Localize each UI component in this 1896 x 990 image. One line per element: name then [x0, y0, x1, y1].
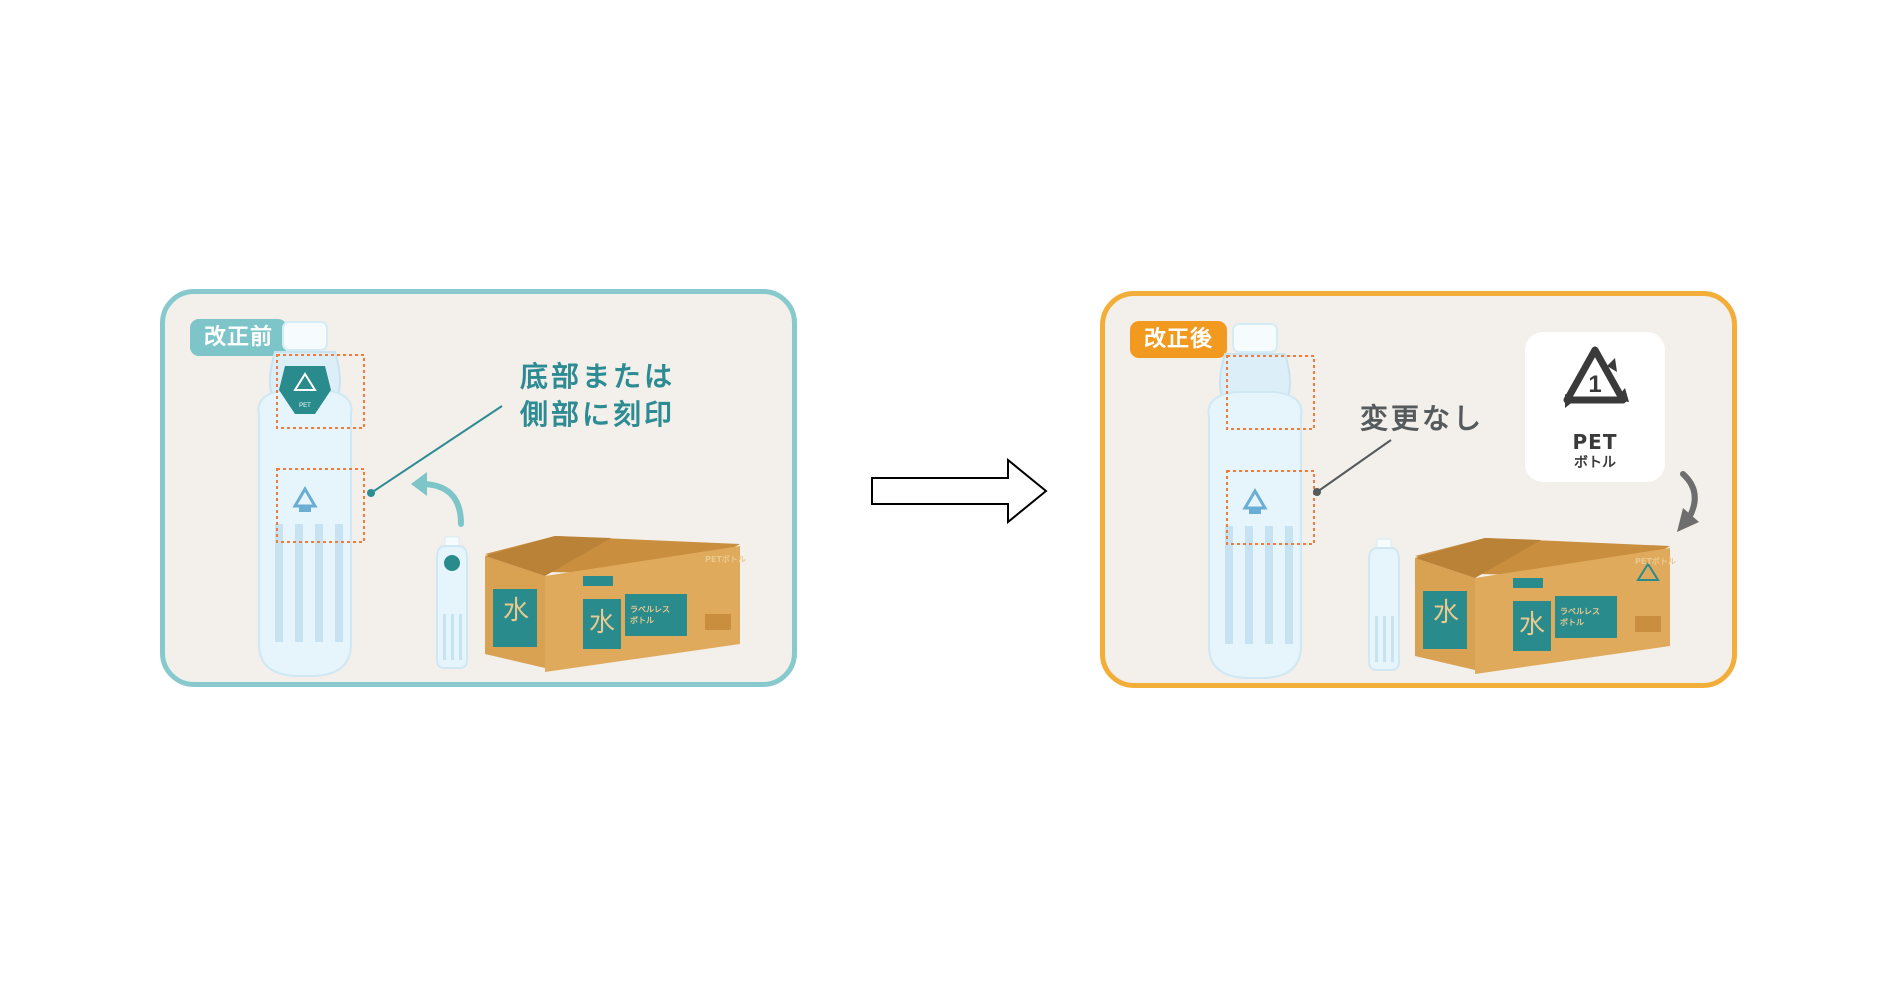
- large-bottle: [257, 321, 353, 677]
- after-illustration: [1207, 323, 1699, 679]
- box-label: ラベルレス ボトル: [630, 605, 670, 625]
- after-panel: 改正後: [1100, 291, 1737, 688]
- leader-line: [370, 405, 503, 494]
- cardboard-box: [485, 536, 740, 672]
- after-callout: 変更なし: [1360, 402, 1485, 435]
- curved-arrow-icon: [418, 481, 464, 527]
- large-bottle: [1207, 323, 1303, 679]
- box-kanji-left: 水: [1433, 598, 1460, 628]
- curved-arrow-icon: [1680, 471, 1698, 521]
- pet-card-line2: ボトル: [1574, 455, 1616, 471]
- recycle-pet-icon: 1: [1563, 346, 1629, 408]
- box-side-text: PETボトル: [1635, 557, 1676, 566]
- right-arrow-icon: [871, 458, 1048, 524]
- before-badge: 改正前: [190, 319, 288, 356]
- side-pet-mark: [292, 486, 318, 512]
- pet-number: 1: [1588, 371, 1601, 398]
- cardboard-box: [1415, 538, 1670, 674]
- before-panel: 改正前 PET: [160, 289, 797, 687]
- dashed-frame-top: [1226, 355, 1315, 430]
- box-side-text: PETボトル: [705, 555, 746, 564]
- pet-recycle-card: 1 PET ボトル: [1525, 332, 1665, 482]
- dashed-frame-top: [276, 354, 365, 429]
- small-bottle: [436, 536, 468, 669]
- leader-line: [1316, 439, 1392, 493]
- pet-card-line1: PET: [1572, 430, 1618, 454]
- box-label: ラベルレス ボトル: [1560, 607, 1600, 627]
- box-kanji-right: 水: [589, 608, 616, 638]
- box-kanji-right: 水: [1519, 610, 1546, 640]
- side-pet-mark: [1242, 488, 1268, 514]
- after-badge: 改正後: [1130, 321, 1228, 358]
- dashed-frame-side: [1226, 470, 1315, 545]
- before-callout: 底部または 側部に刻印: [520, 360, 676, 431]
- box-kanji-left: 水: [503, 596, 530, 626]
- small-bottle: [1368, 538, 1400, 671]
- cap-pet-mark: PET: [279, 366, 331, 414]
- dashed-frame-side: [276, 468, 365, 543]
- before-illustration: PET: [257, 321, 740, 677]
- svg-text:PET: PET: [299, 403, 311, 409]
